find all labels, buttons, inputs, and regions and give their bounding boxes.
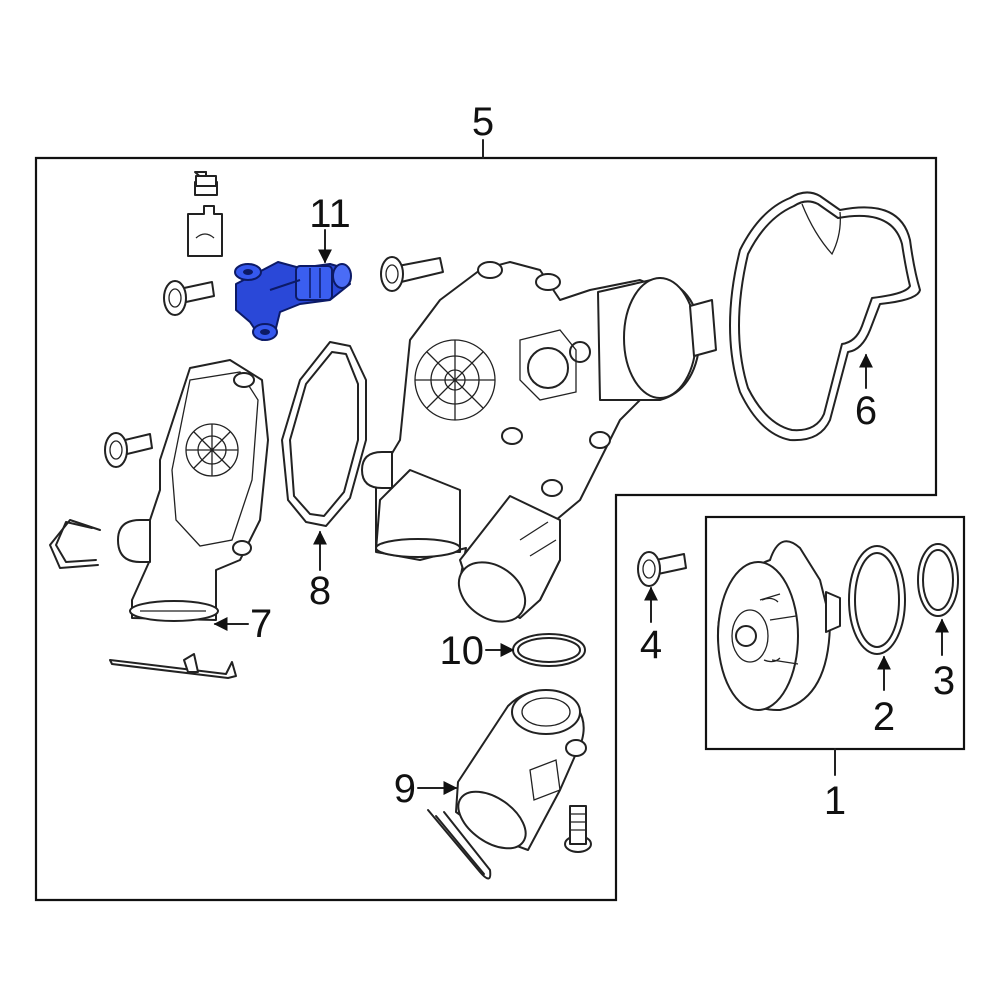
o-ring-10 [512,633,586,667]
callout-2: 2 [873,695,895,739]
callout-7: 7 [250,602,272,646]
callout-3: 3 [933,659,955,703]
water-pump-impeller [716,540,841,712]
housing-assembly-5 [361,261,717,623]
callout-1: 1 [824,779,846,823]
outlet-pipe-9 [427,689,587,880]
callout-6: 6 [855,389,877,433]
bolt-upper-right [380,256,444,292]
callout-8: 8 [309,569,331,613]
bolt-lower [564,805,592,853]
callout-11: 11 [309,192,351,236]
housing-cover-7 [117,359,269,622]
spring-clip-7 [49,519,101,569]
bolt-left [104,432,153,468]
gasket-6 [729,191,921,442]
retaining-clip-7 [109,653,237,679]
torque-spec-icon [187,171,223,257]
callout-4: 4 [640,623,662,667]
o-ring-3 [917,543,959,617]
callout-5: 5 [472,100,494,144]
gasket-8 [281,341,367,527]
seal-ring-2 [848,545,906,655]
callout-9: 9 [394,767,416,811]
highlighted-part-11 [234,261,352,341]
callout-10: 10 [440,629,485,673]
bolt-upper-left [163,280,215,316]
bolt-4 [637,551,687,587]
assembly-frame [34,156,938,902]
